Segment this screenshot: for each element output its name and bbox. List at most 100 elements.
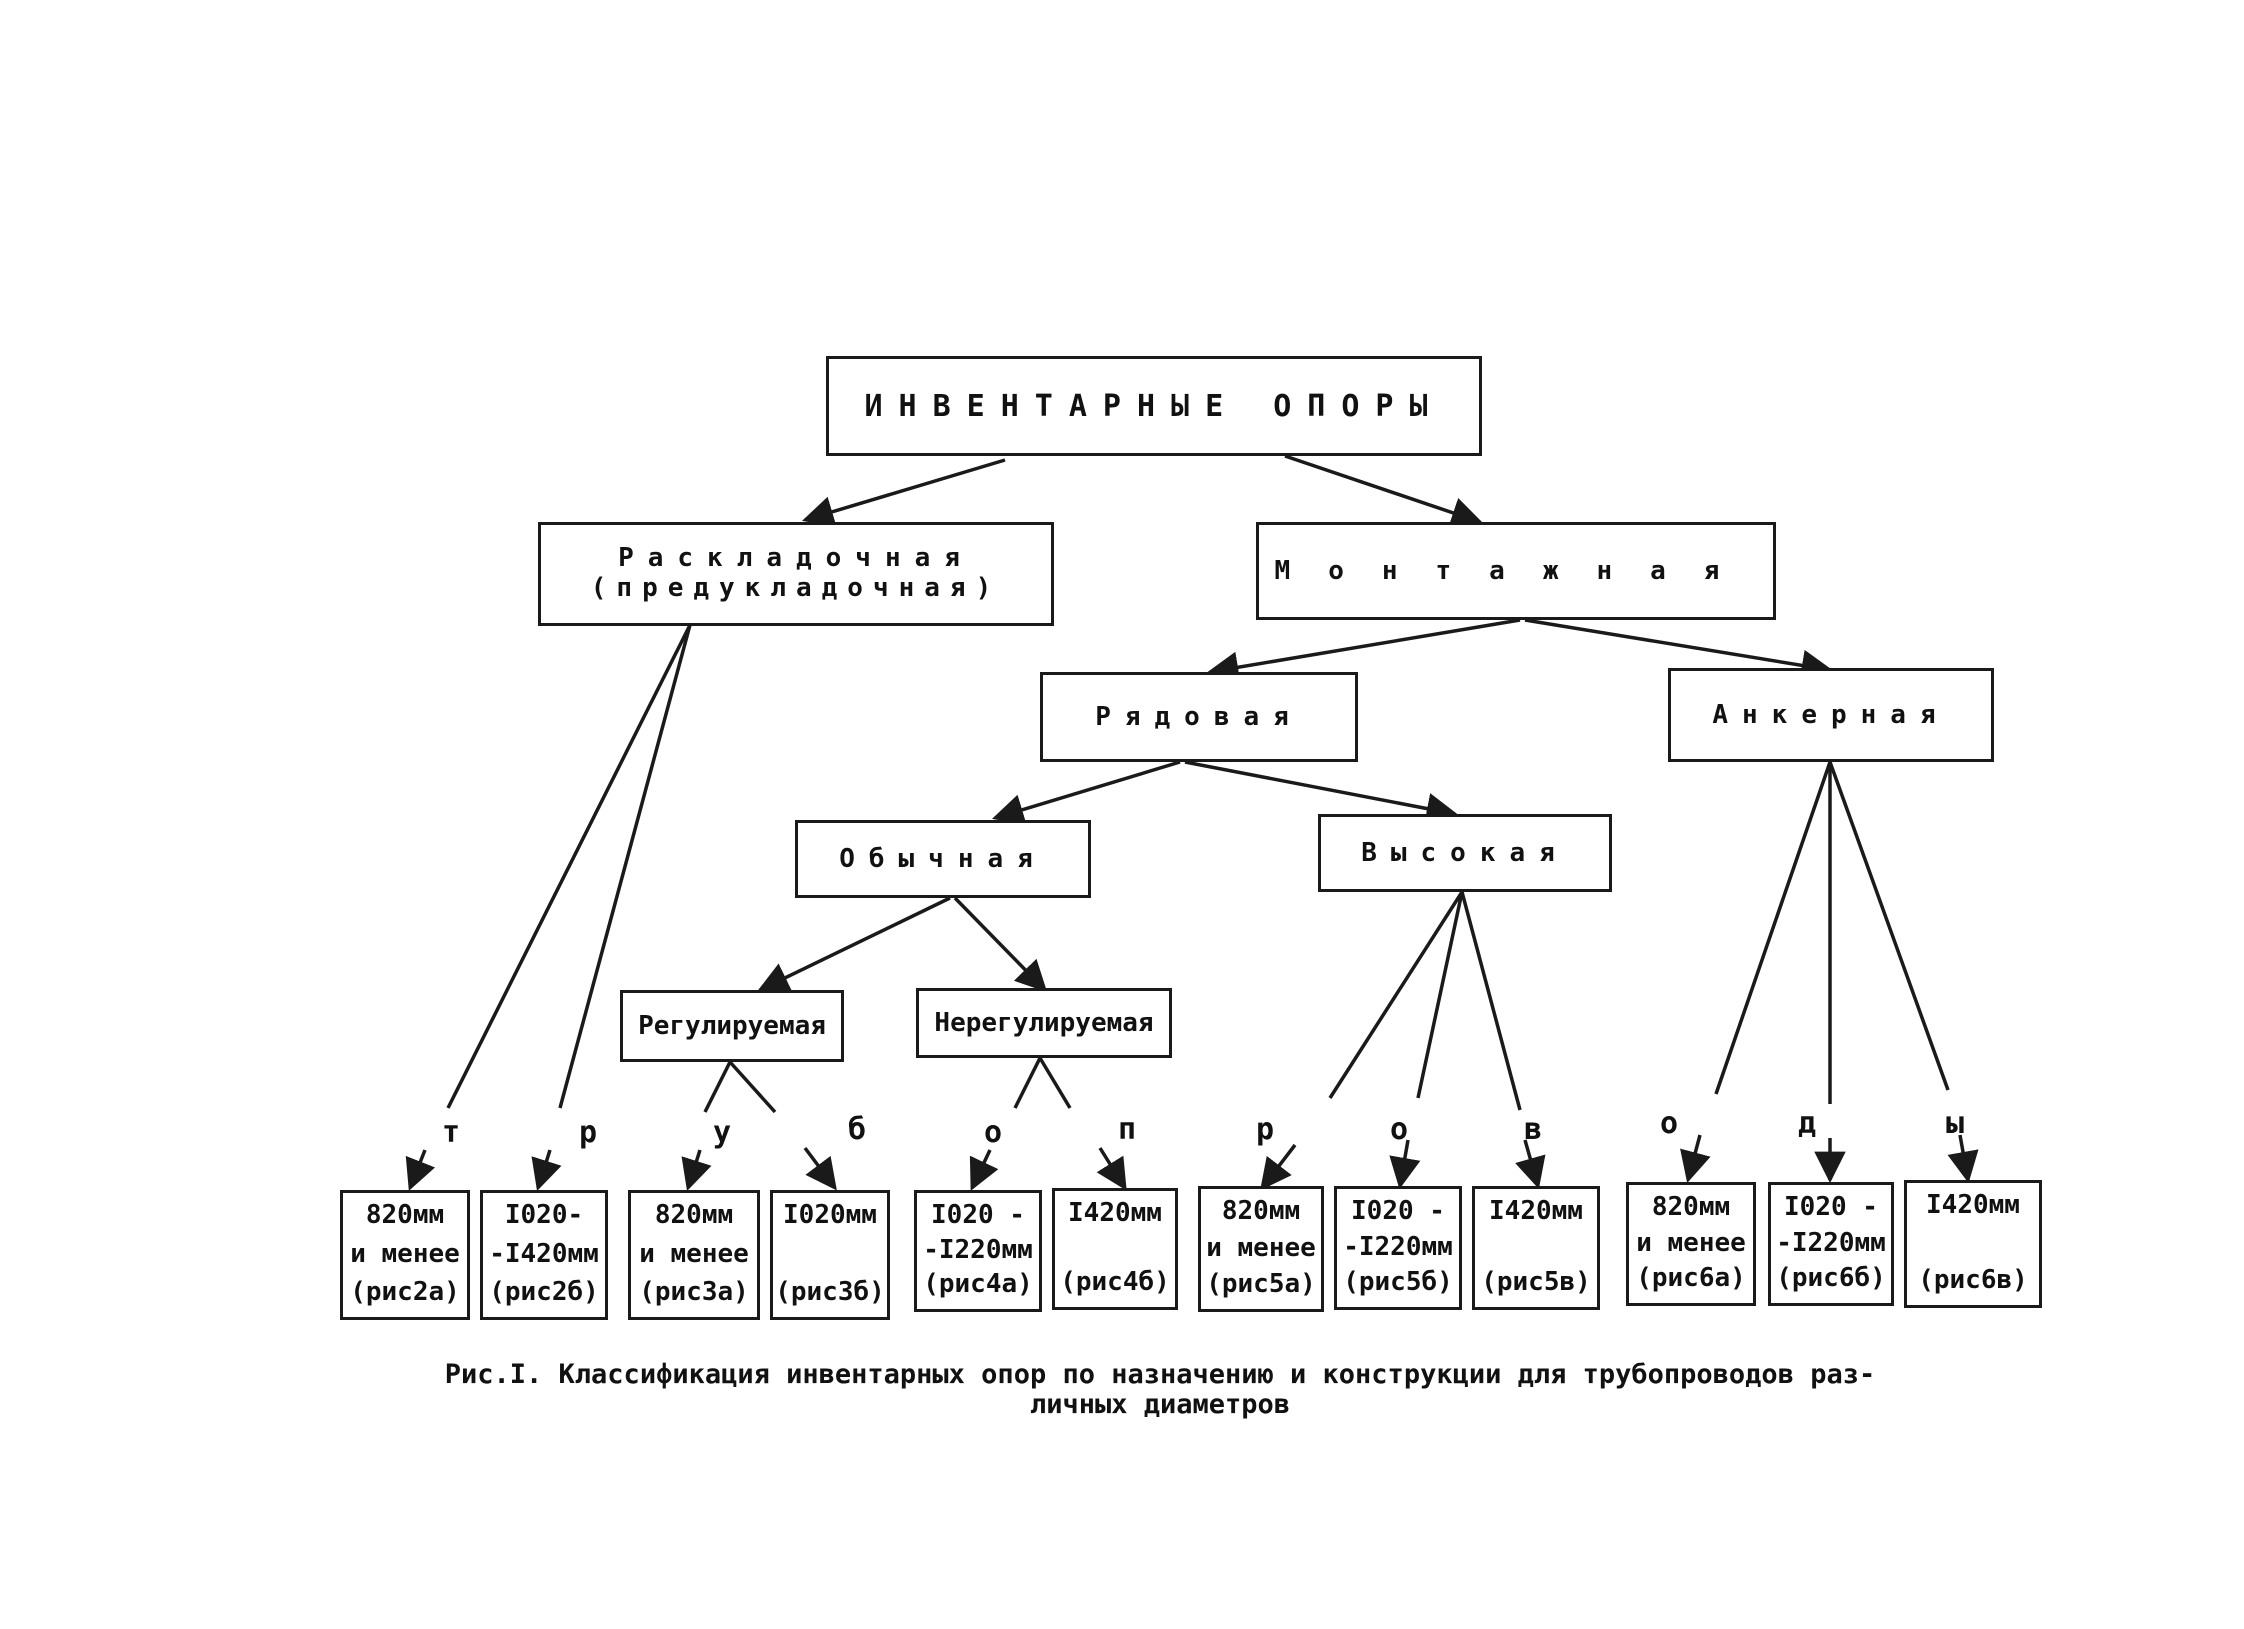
letter-11: д bbox=[1797, 1106, 1817, 1141]
leaf-box-1: 820мм и менее (рис2а) bbox=[340, 1190, 470, 1320]
leaf-box-10: 820мм и менее (рис6а) bbox=[1626, 1182, 1756, 1306]
node-obychnaya: Обычная bbox=[795, 820, 1091, 898]
leaf-7-line3: (рис5а) bbox=[1206, 1269, 1316, 1300]
node-nereguliruemaya: Нерегулируемая bbox=[916, 988, 1172, 1058]
leaf-11-line3: (рис6б) bbox=[1776, 1263, 1886, 1294]
node-root-label: ИНВЕНТАРНЫЕ ОПОРЫ bbox=[864, 388, 1444, 424]
node-raskladochnaya-sublabel: (предукладочная) bbox=[590, 573, 1002, 603]
leaf-11-line1: I020 - bbox=[1784, 1192, 1878, 1222]
leaf-5-line1: I020 - bbox=[931, 1200, 1025, 1230]
leaf-box-7: 820мм и менее (рис5а) bbox=[1198, 1186, 1324, 1312]
connector-raskladochnaya-t bbox=[446, 624, 692, 1109]
connector-nereguliruemaya-p bbox=[1038, 1057, 1072, 1109]
connector-vysokaya-r bbox=[1328, 891, 1464, 1099]
leaf-box-3: 820мм и менее (рис3а) bbox=[628, 1190, 760, 1320]
leaf-5-line3: (рис4а) bbox=[923, 1269, 1033, 1300]
leaf-8-line2: -I220мм bbox=[1343, 1231, 1453, 1262]
node-raskladochnaya-label: Раскладочная bbox=[618, 543, 974, 574]
arrow-to-leaf-6 bbox=[1096, 1147, 1127, 1191]
leaf-box-9: I420мм (рис5в) bbox=[1472, 1186, 1600, 1310]
node-montazhnaya-label: Монтажная bbox=[1274, 556, 1758, 586]
leaf-8-line1: I020 - bbox=[1351, 1196, 1445, 1226]
leaf-10-line2: и менее bbox=[1636, 1227, 1746, 1258]
letter-3: у bbox=[712, 1115, 732, 1150]
leaf-9-line3: (рис5в) bbox=[1481, 1267, 1591, 1298]
leaf-10-line3: (рис6а) bbox=[1636, 1263, 1746, 1294]
node-vysokaya: Высокая bbox=[1318, 814, 1612, 892]
connector-root-montazhnaya bbox=[1284, 454, 1483, 528]
node-obychnaya-label: Обычная bbox=[839, 844, 1047, 874]
arrow-to-leaf-7 bbox=[1260, 1143, 1297, 1191]
arrow-to-leaf-8 bbox=[1389, 1139, 1421, 1190]
leaf-4-line1: I020мм bbox=[783, 1200, 877, 1230]
connector-montazhnaya-ankernaya bbox=[1524, 618, 1834, 681]
connector-ryadovaya-obychnaya bbox=[991, 760, 1181, 825]
node-ryadovaya-label: Рядовая bbox=[1095, 702, 1303, 732]
leaf-7-line2: и менее bbox=[1206, 1232, 1316, 1263]
connector-reguliruemaya-u bbox=[703, 1061, 732, 1113]
node-ankernaya: Анкерная bbox=[1668, 668, 1994, 762]
leaf-1-line2: и менее bbox=[350, 1238, 460, 1269]
connector-ankernaya-y bbox=[1828, 761, 1950, 1091]
leaf-10-line1: 820мм bbox=[1651, 1192, 1731, 1222]
leaf-2-line2: -I420мм bbox=[489, 1238, 599, 1269]
letter-4: б bbox=[847, 1112, 867, 1147]
arrow-to-leaf-2 bbox=[531, 1149, 562, 1192]
leaf-box-6: I420мм (рис4б) bbox=[1052, 1188, 1178, 1310]
connector-root-raskladochnaya bbox=[801, 458, 1006, 527]
node-ryadovaya: Рядовая bbox=[1040, 672, 1358, 762]
arrow-to-leaf-1 bbox=[405, 1149, 436, 1191]
arrow-to-leaf-9 bbox=[1515, 1139, 1546, 1190]
figure-caption: Рис.I. Классификация инвентарных опор по… bbox=[380, 1360, 1940, 1419]
arrow-to-leaf-3 bbox=[681, 1149, 712, 1192]
caption-line-2: личных диаметров bbox=[1029, 1388, 1291, 1420]
leaf-12-line3: (рис6в) bbox=[1918, 1265, 2028, 1296]
node-montazhnaya: Монтажная bbox=[1256, 522, 1776, 620]
connector-reguliruemaya-b bbox=[728, 1060, 777, 1114]
leaf-6-line1: I420мм bbox=[1068, 1198, 1162, 1228]
node-ankernaya-label: Анкерная bbox=[1712, 700, 1950, 730]
leaf-3-line3: (рис3а) bbox=[639, 1277, 749, 1308]
arrow-to-leaf-4 bbox=[803, 1146, 837, 1191]
leaf-box-8: I020 - -I220мм (рис5б) bbox=[1334, 1186, 1462, 1310]
leaf-1-line3: (рис2а) bbox=[350, 1277, 460, 1308]
connector-nereguliruemaya-o bbox=[1013, 1057, 1042, 1109]
leaf-12-line1: I420мм bbox=[1926, 1190, 2020, 1220]
letter-6: п bbox=[1117, 1112, 1137, 1147]
connector-ankernaya-o bbox=[1714, 761, 1832, 1095]
node-root: ИНВЕНТАРНЫЕ ОПОРЫ bbox=[826, 356, 1482, 456]
leaf-2-line3: (рис2б) bbox=[489, 1277, 599, 1308]
leaf-8-line3: (рис5б) bbox=[1343, 1267, 1453, 1298]
letter-12: ы bbox=[1945, 1106, 1965, 1141]
letter-9: в bbox=[1523, 1112, 1543, 1147]
node-nereguliruemaya-label: Нерегулируемая bbox=[934, 1008, 1154, 1038]
leaf-box-5: I020 - -I220мм (рис4а) bbox=[914, 1190, 1042, 1312]
caption-line-1: Рис.I. Классификация инвентарных опор по… bbox=[444, 1359, 1876, 1390]
connector-ryadovaya-vysokaya bbox=[1184, 760, 1459, 825]
letter-7: р bbox=[1255, 1112, 1275, 1147]
letter-8: о bbox=[1389, 1112, 1409, 1147]
leaf-box-12: I420мм (рис6в) bbox=[1904, 1180, 2042, 1308]
leaf-11-line2: -I220мм bbox=[1776, 1227, 1886, 1258]
leaf-box-11: I020 - -I220мм (рис6б) bbox=[1768, 1182, 1894, 1306]
leaf-7-line1: 820мм bbox=[1221, 1196, 1301, 1226]
connector-raskladochnaya-r bbox=[558, 624, 692, 1109]
connector-obychnaya-reguliruemaya bbox=[757, 896, 951, 992]
leaf-1-line1: 820мм bbox=[365, 1200, 445, 1230]
connector-vysokaya-v bbox=[1460, 891, 1522, 1111]
leaf-3-line1: 820мм bbox=[654, 1200, 734, 1230]
leaf-9-line1: I420мм bbox=[1489, 1196, 1583, 1226]
node-raskladochnaya: Раскладочная (предукладочная) bbox=[538, 522, 1054, 626]
arrow-to-leaf-5 bbox=[969, 1149, 999, 1191]
leaf-5-line2: -I220мм bbox=[923, 1234, 1033, 1265]
leaf-box-2: I020- -I420мм (рис2б) bbox=[480, 1190, 608, 1320]
connector-montazhnaya-ryadovaya bbox=[1206, 618, 1521, 683]
leaf-6-line3: (рис4б) bbox=[1060, 1267, 1170, 1298]
leaf-4-line3: (рис3б) bbox=[775, 1277, 885, 1308]
letter-2: р bbox=[578, 1115, 598, 1150]
leaf-2-line1: I020- bbox=[504, 1200, 584, 1230]
arrow-to-leaf-10 bbox=[1680, 1134, 1711, 1184]
letter-10: о bbox=[1659, 1106, 1679, 1141]
connector-obychnaya-nereguliruemaya bbox=[953, 896, 1048, 993]
